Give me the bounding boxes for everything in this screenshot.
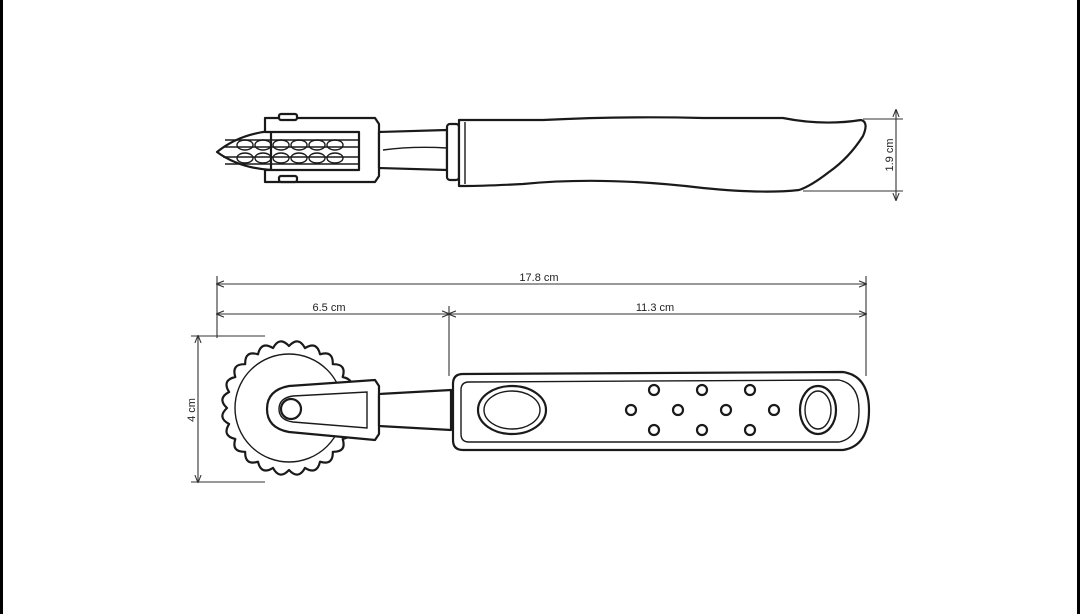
dim-label-handle-thickness: 1.9 cm [884, 138, 896, 171]
grip-dots [624, 383, 781, 437]
dim-wheel-section: 6.5 cm [217, 302, 449, 376]
side-view-handle [445, 116, 867, 193]
front-view: 17.8 cm 6.5 cm 11.3 cm 4 cm [186, 272, 871, 482]
dim-label-total-length: 17.8 cm [519, 272, 558, 284]
technical-drawing: 1.9 cm 17.8 cm 6.5 cm [186, 0, 903, 614]
dim-wheel-height: 4 cm [186, 336, 265, 482]
dim-label-handle-section: 11.3 cm [636, 302, 674, 314]
dim-label-wheel-section: 6.5 cm [312, 302, 345, 314]
dim-handle-thickness: 1.9 cm [803, 110, 903, 200]
dim-total-length: 17.8 cm [217, 272, 866, 376]
front-view-handle [451, 370, 871, 452]
side-view-wheel [215, 129, 359, 172]
side-view: 1.9 cm [215, 110, 903, 200]
dim-label-wheel-height: 4 cm [186, 398, 198, 422]
side-view-fork [263, 112, 449, 184]
drawing-sheet: 1.9 cm 17.8 cm 6.5 cm [3, 0, 1077, 614]
dim-handle-section: 11.3 cm [449, 302, 866, 314]
front-view-fork [265, 378, 453, 442]
